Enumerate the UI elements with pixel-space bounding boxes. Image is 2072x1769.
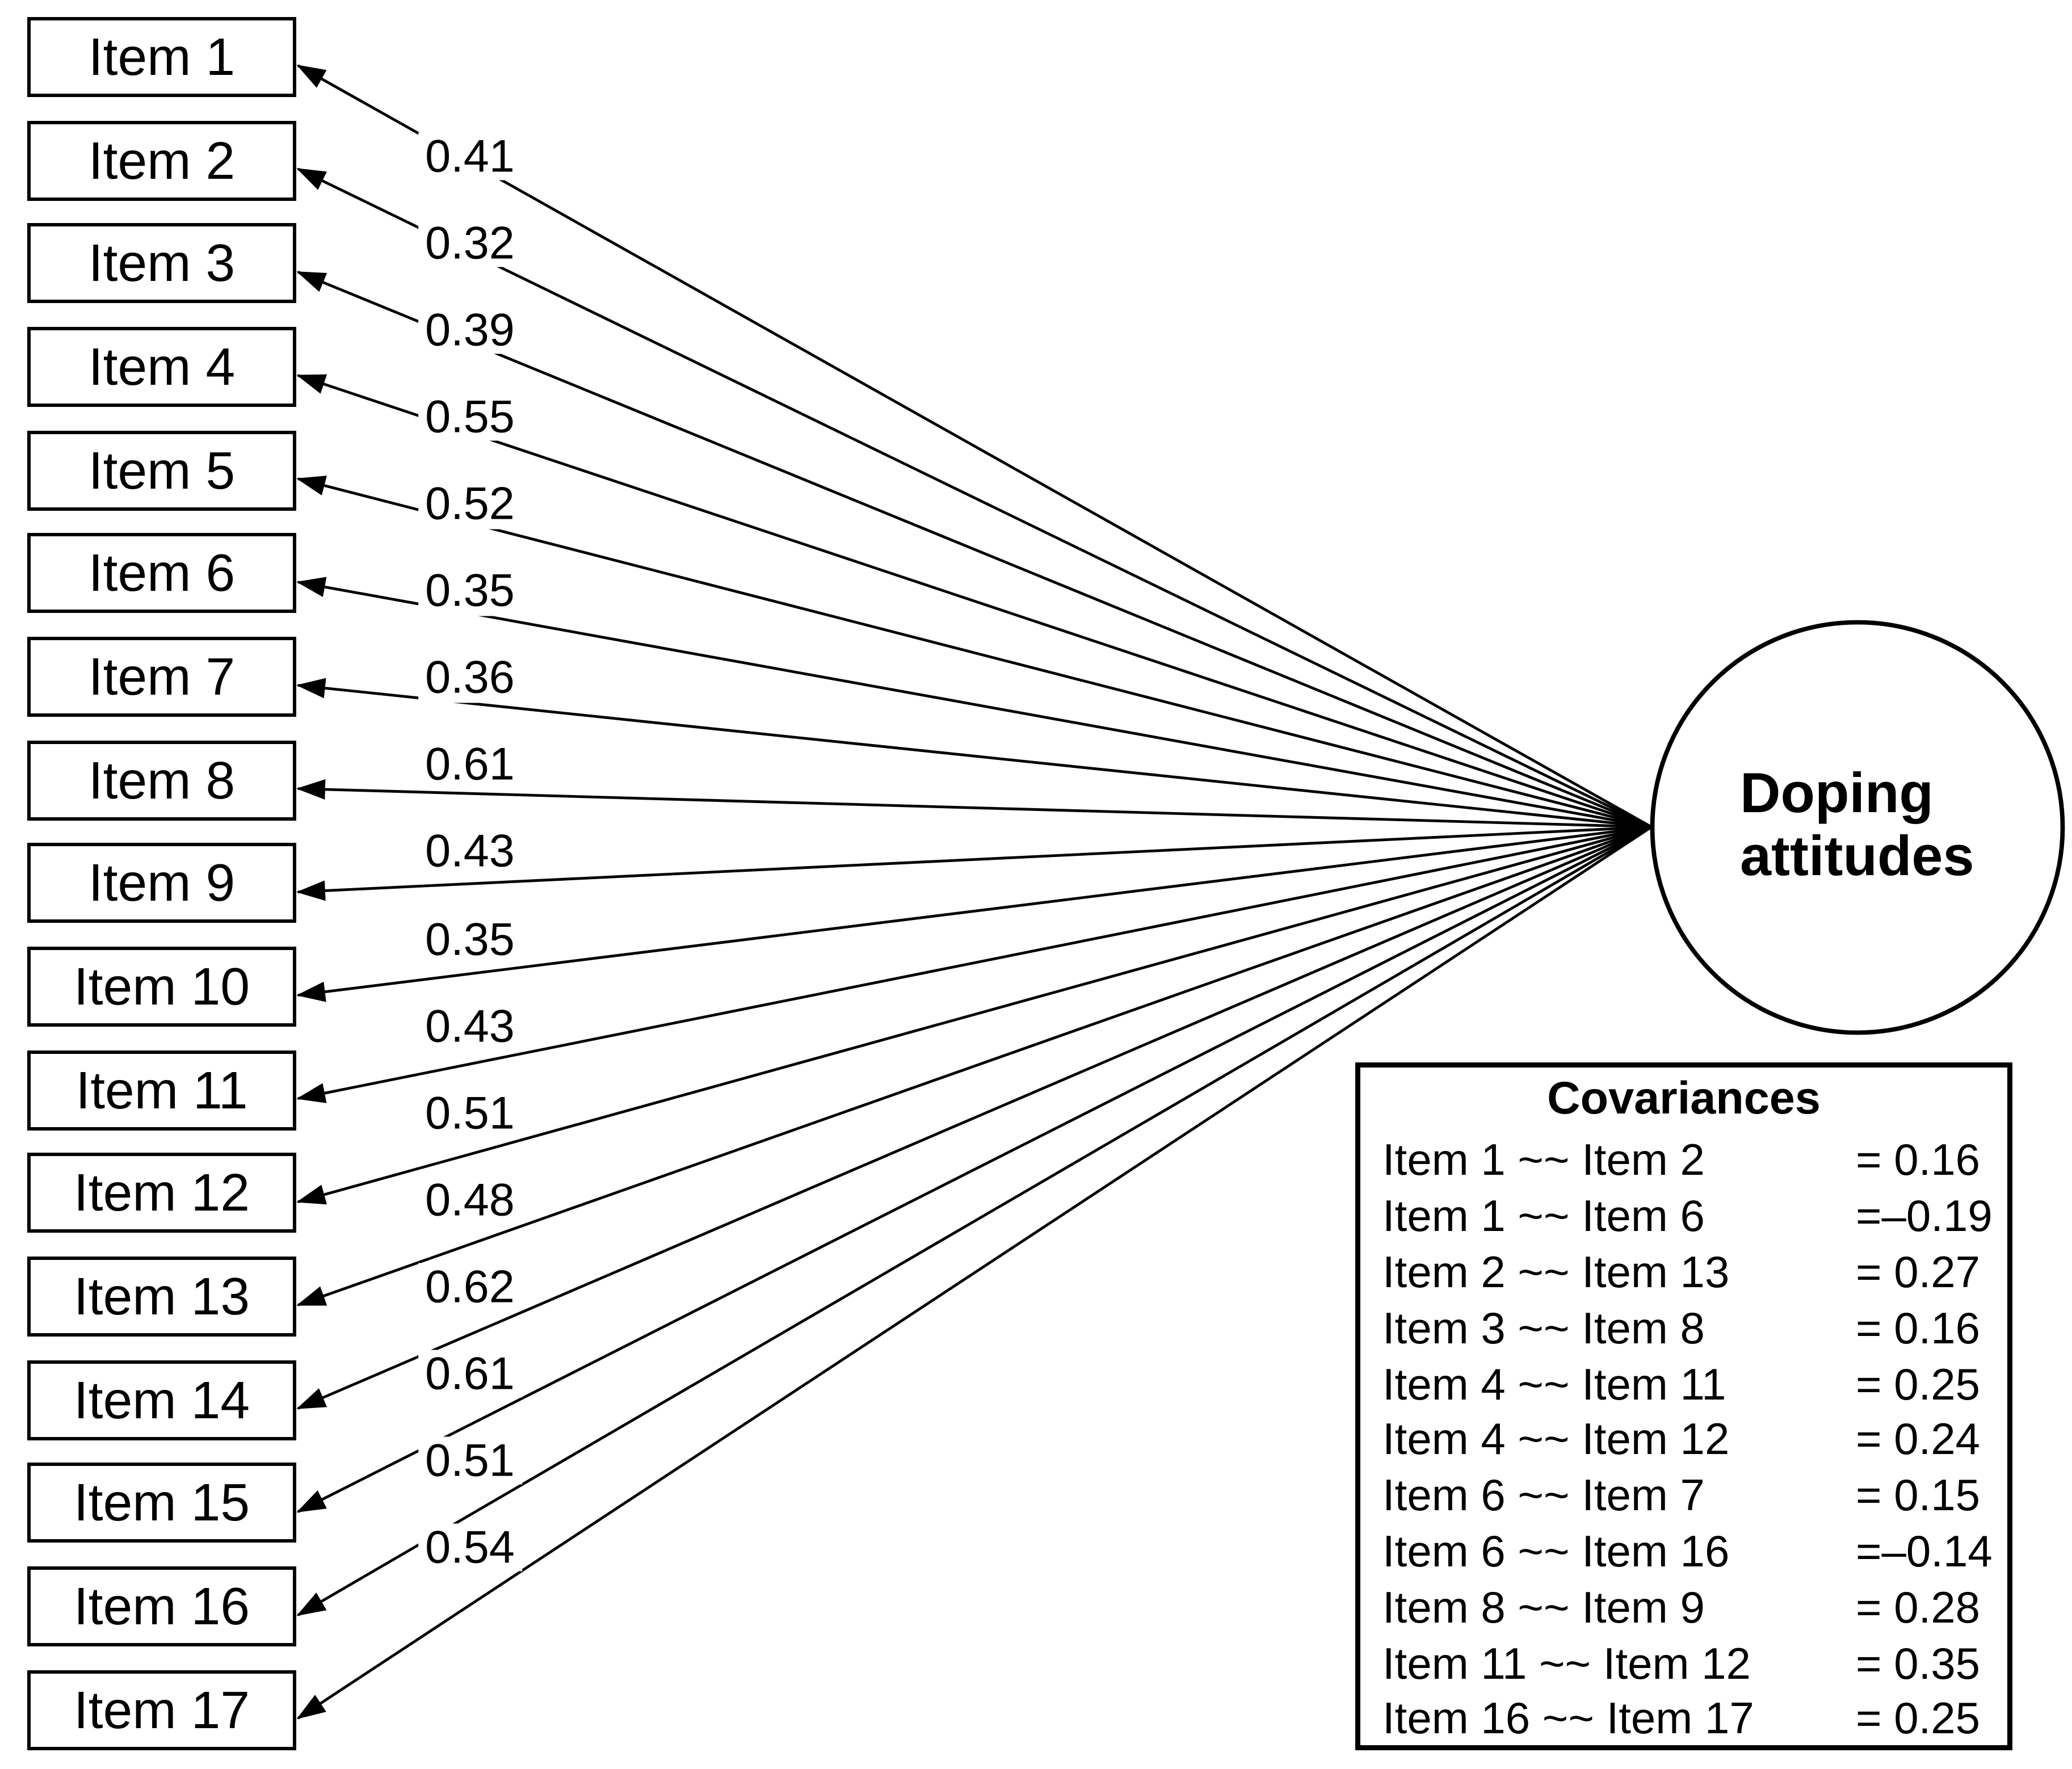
covariance-value: = 0.28 [1856, 1581, 1981, 1633]
item-box-9: Item 9 [27, 843, 296, 924]
loading-value-2: 0.32 [418, 219, 522, 268]
latent-variable-label: Doping attitudes [1740, 761, 1974, 887]
loading-value-8: 0.61 [418, 740, 522, 789]
covariance-pair: Item 11 ~~ Item 12 [1382, 1637, 1751, 1688]
loading-value-11: 0.43 [418, 1001, 522, 1050]
covariance-value: = 0.16 [1856, 1134, 1981, 1186]
covariance-row-5: Item 4 ~~ Item 11 = 0.25 [1360, 1356, 2007, 1411]
covariance-row-10: Item 11 ~~ Item 12 = 0.35 [1360, 1635, 2007, 1691]
item-box-8: Item 8 [27, 740, 296, 821]
covariance-value: = 0.15 [1856, 1469, 1981, 1521]
covariance-pair: Item 1 ~~ Item 6 [1382, 1190, 1705, 1242]
item-box-12: Item 12 [27, 1153, 296, 1234]
covariance-value: = 0.25 [1856, 1358, 1981, 1409]
covariance-value: = 0.35 [1856, 1637, 1981, 1688]
item-box-14: Item 14 [27, 1360, 296, 1440]
loading-value-10: 0.35 [418, 914, 522, 963]
covariance-value: =–0.19 [1856, 1190, 1993, 1242]
loading-value-12: 0.51 [418, 1088, 522, 1137]
item-box-1: Item 1 [27, 17, 296, 97]
loading-value-6: 0.35 [418, 566, 522, 615]
factor-loading-arrow-10 [296, 825, 1652, 1002]
loading-value-7: 0.36 [418, 653, 522, 702]
covariance-value: =–0.14 [1856, 1525, 1993, 1577]
covariance-row-9: Item 8 ~~ Item 9 = 0.28 [1360, 1579, 2007, 1634]
covariances-title: Covariances [1547, 1073, 1821, 1124]
covariance-pair: Item 4 ~~ Item 11 [1382, 1358, 1726, 1409]
item-box-7: Item 7 [27, 637, 296, 717]
covariance-row-2: Item 1 ~~ Item 6 =–0.19 [1360, 1188, 2007, 1243]
covariance-value: = 0.16 [1856, 1302, 1981, 1354]
covariance-pair: Item 1 ~~ Item 2 [1382, 1134, 1705, 1186]
item-box-10: Item 10 [27, 947, 296, 1027]
covariance-row-11: Item 16 ~~ Item 17 = 0.25 [1360, 1691, 2007, 1746]
covariance-pair: Item 16 ~~ Item 17 [1382, 1693, 1754, 1745]
factor-loading-arrow-13 [296, 825, 1652, 1306]
item-box-3: Item 3 [27, 223, 296, 304]
loading-value-16: 0.51 [418, 1436, 522, 1485]
covariance-pair: Item 6 ~~ Item 7 [1382, 1469, 1705, 1521]
loading-value-15: 0.61 [418, 1348, 522, 1398]
factor-loading-arrow-7 [296, 678, 1652, 829]
loading-value-1: 0.41 [418, 132, 522, 181]
item-box-16: Item 16 [27, 1566, 296, 1647]
covariance-row-4: Item 3 ~~ Item 8 = 0.16 [1360, 1300, 2007, 1355]
covariance-row-3: Item 2 ~~ Item 13 = 0.27 [1360, 1244, 2007, 1300]
item-box-2: Item 2 [27, 120, 296, 201]
loading-value-17: 0.54 [418, 1523, 522, 1571]
item-box-15: Item 15 [27, 1463, 296, 1544]
factor-loading-arrow-15 [296, 825, 1653, 1513]
loading-value-14: 0.62 [418, 1262, 522, 1310]
factor-loading-arrow-16 [296, 826, 1653, 1616]
factor-loading-arrow-11 [296, 825, 1652, 1103]
factor-loading-arrow-17 [296, 826, 1653, 1720]
loading-value-3: 0.39 [418, 306, 522, 355]
covariance-pair: Item 2 ~~ Item 13 [1382, 1246, 1730, 1297]
loading-value-4: 0.55 [418, 393, 522, 442]
covariance-row-7: Item 6 ~~ Item 7 = 0.15 [1360, 1467, 2007, 1523]
factor-loading-arrow-14 [296, 825, 1652, 1410]
factor-loading-arrow-12 [296, 825, 1652, 1205]
latent-variable-circle [1650, 620, 2065, 1035]
covariance-value: = 0.24 [1856, 1414, 1981, 1465]
covariance-row-6: Item 4 ~~ Item 12 = 0.24 [1360, 1411, 2007, 1467]
factor-loading-arrow-6 [296, 577, 1652, 829]
item-box-4: Item 4 [27, 327, 296, 407]
covariance-row-1: Item 1 ~~ Item 2 = 0.16 [1360, 1132, 2007, 1188]
loading-value-5: 0.52 [418, 480, 522, 528]
item-box-5: Item 5 [27, 430, 296, 511]
factor-loading-arrow-4 [296, 374, 1652, 829]
loading-value-9: 0.43 [418, 827, 522, 876]
item-box-11: Item 11 [27, 1050, 296, 1131]
factor-loading-arrow-1 [296, 64, 1653, 829]
item-box-13: Item 13 [27, 1257, 296, 1337]
loading-value-13: 0.48 [418, 1175, 522, 1224]
covariance-pair: Item 6 ~~ Item 16 [1382, 1525, 1730, 1577]
factor-loading-arrow-8 [296, 779, 1652, 829]
covariance-value: = 0.25 [1856, 1693, 1981, 1745]
covariance-row-8: Item 6 ~~ Item 16 =–0.14 [1360, 1523, 2007, 1579]
factor-loading-arrow-2 [296, 167, 1653, 829]
factor-loading-arrow-5 [296, 476, 1652, 829]
covariance-pair: Item 3 ~~ Item 8 [1382, 1302, 1705, 1354]
factor-loading-arrow-3 [296, 271, 1652, 829]
factor-loading-arrow-9 [296, 825, 1652, 901]
item-box-6: Item 6 [27, 533, 296, 614]
covariance-pair: Item 4 ~~ Item 12 [1382, 1414, 1730, 1465]
item-box-17: Item 17 [27, 1670, 296, 1750]
covariance-value: = 0.27 [1856, 1246, 1981, 1297]
covariance-pair: Item 8 ~~ Item 9 [1382, 1581, 1705, 1633]
